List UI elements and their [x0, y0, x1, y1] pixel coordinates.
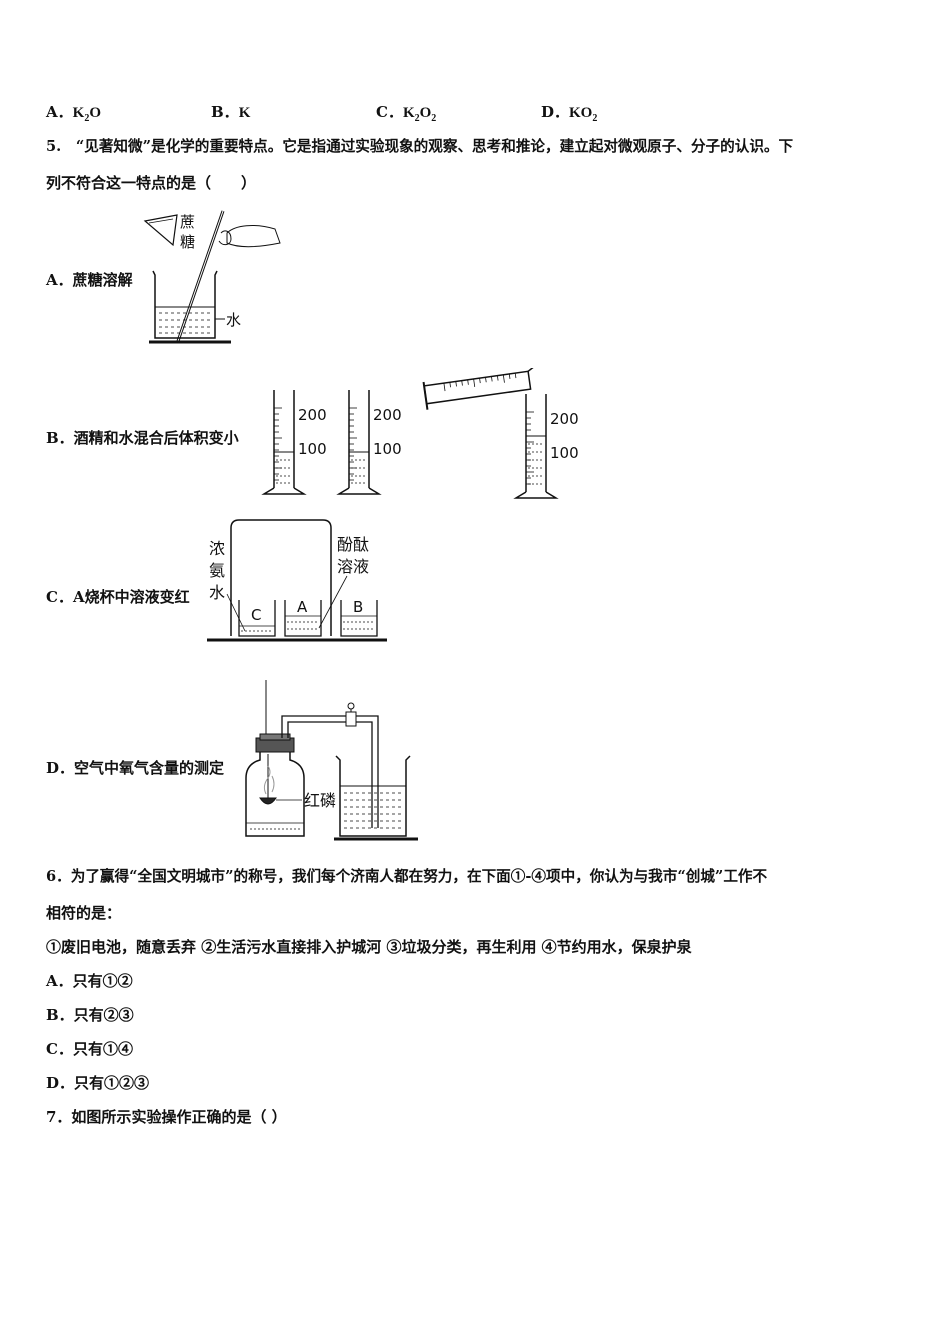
sugar-dissolving-figure: 蔗 糖 水	[143, 210, 281, 344]
q4-option-c: C．K2O2	[376, 103, 437, 124]
q6-stem-line2: 相符的是：	[46, 904, 122, 922]
q7-stem: 7．如图所示实验操作正确的是（ ）	[46, 1108, 287, 1126]
ammonia-phenolphthalein-figure: 浓 氨 水 酚酞 溶液 C A B	[207, 519, 387, 642]
q6-items: ①废旧电池，随意丢弃 ②生活污水直接排入护城河 ③垃圾分类，再生利用 ④节约用水…	[46, 938, 692, 956]
q4-option-b: B．K	[211, 103, 251, 121]
svg-text:蔗: 蔗	[180, 213, 195, 231]
q5-option-d: D．空气中氧气含量的测定	[46, 759, 225, 777]
q5-stem-line2: 列不符合这一特点的是（ ）	[46, 174, 257, 192]
q4-option-d: D．KO2	[541, 103, 598, 124]
svg-text:A: A	[297, 598, 308, 616]
svg-text:酚酞: 酚酞	[337, 535, 369, 554]
svg-text:200: 200	[373, 406, 402, 424]
q6-option-b: B．只有②③	[46, 1006, 134, 1024]
svg-text:C: C	[251, 606, 261, 624]
svg-text:溶液: 溶液	[337, 557, 369, 576]
q4-option-a: A．K2O	[46, 103, 101, 124]
svg-text:100: 100	[550, 444, 579, 462]
svg-text:水: 水	[209, 583, 225, 602]
oxygen-content-apparatus-figure: 红磷	[245, 680, 418, 841]
svg-text:200: 200	[298, 406, 327, 424]
svg-text:B: B	[353, 598, 363, 616]
q6-option-c: C．只有①④	[46, 1040, 133, 1058]
svg-text:氨: 氨	[209, 561, 225, 580]
q6-stem-line1: 6．为了赢得“全国文明城市”的称号，我们每个济南人都在努力，在下面①-④项中，你…	[46, 868, 768, 885]
q5-option-b: B．酒精和水混合后体积变小	[46, 429, 239, 447]
svg-text:100: 100	[298, 440, 327, 458]
q5-stem-line1: 5. “见著知微”是化学的重要特点。它是指通过实验现象的观察、思考和推论，建立起…	[46, 138, 794, 155]
graduated-cylinders-figure: 200 100 200 100 200 100	[261, 368, 579, 499]
q6-option-a: A．只有①②	[46, 972, 133, 990]
svg-text:100: 100	[373, 440, 402, 458]
svg-text:浓: 浓	[209, 539, 225, 558]
q5-option-c: C．A烧杯中溶液变红	[46, 588, 190, 606]
svg-text:红磷: 红磷	[304, 791, 336, 810]
svg-text:糖: 糖	[180, 233, 195, 251]
q5-option-a: A．蔗糖溶解	[46, 271, 133, 289]
svg-text:200: 200	[550, 410, 579, 428]
q6-option-d: D．只有①②③	[46, 1074, 150, 1092]
svg-text:水: 水	[226, 311, 241, 329]
